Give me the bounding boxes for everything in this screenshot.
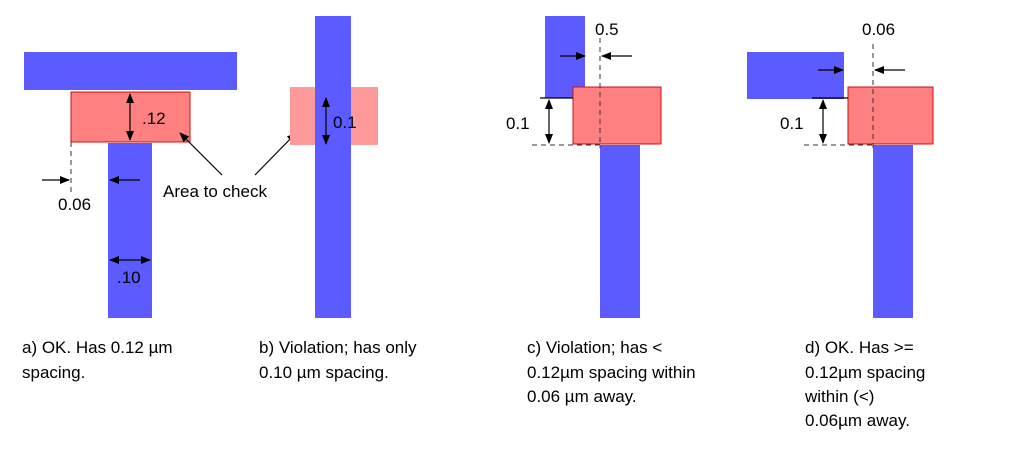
panel-a-dim-width-label: .12 (142, 109, 166, 128)
callout: Area to check (163, 132, 297, 201)
callout-label: Area to check (163, 182, 267, 201)
callout-arrow-to-a (179, 132, 223, 176)
panel-c-caption: c) Violation; has < 0.12µm spacing withi… (527, 338, 700, 406)
panel-a-caption: a) OK. Has 0.12 µm spacing. (22, 338, 177, 382)
panel-d-dim-height-label: 0.1 (780, 114, 804, 133)
panel-b-wire (315, 16, 351, 318)
panel-c-upper-shape (545, 16, 585, 98)
panel-a-wire (108, 143, 152, 318)
panel-c: 0.5 0.1 c) Violation; has < 0.12µm spaci… (506, 16, 700, 406)
panel-c-check-area (572, 86, 662, 145)
panel-d-left-shape (747, 52, 844, 99)
panel-a-dim-wire-label: .10 (117, 268, 141, 287)
panel-b-caption: b) Violation; has only 0.10 µm spacing. (259, 338, 421, 382)
panel-d: 0.06 0.1 d) OK. Has >= 0.12µm spacing wi… (747, 20, 934, 430)
panel-d-dim-gap-label: 0.06 (862, 20, 895, 39)
panel-d-check-area (847, 86, 934, 145)
panel-d-caption: d) OK. Has >= 0.12µm spacing within (<) … (804, 338, 930, 430)
panel-a: .12 0.06 .10 a) OK. Has 0.12 µm spacing. (22, 52, 237, 382)
panel-b: 0.1 b) Violation; has only 0.10 µm spaci… (259, 16, 421, 382)
panel-d-wire (873, 145, 913, 318)
panel-a-top-bar (24, 52, 237, 90)
callout-arrow-to-b (254, 132, 297, 176)
panel-a-dim-offset-label: 0.06 (58, 195, 91, 214)
panel-b-dim-width-label: 0.1 (333, 113, 357, 132)
panel-c-wire (600, 145, 640, 318)
panel-c-dim-height-label: 0.1 (506, 114, 530, 133)
panel-c-dim-gap-label: 0.5 (595, 20, 619, 39)
